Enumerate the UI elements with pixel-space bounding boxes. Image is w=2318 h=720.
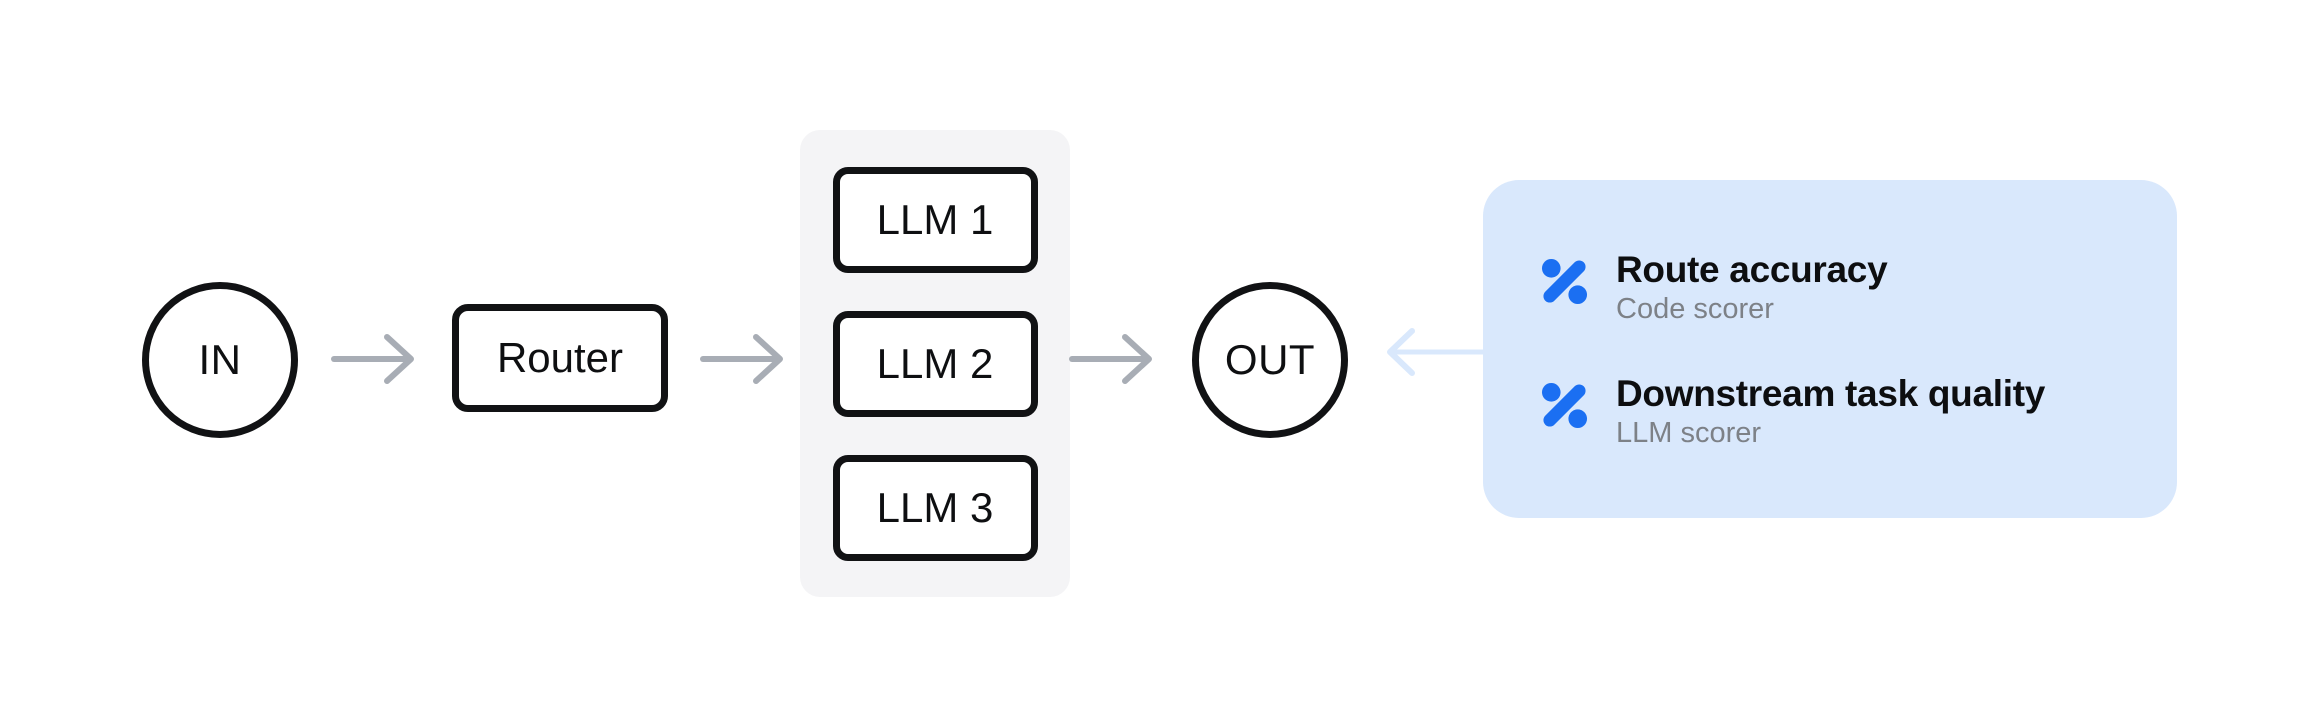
node-output-label: OUT <box>1224 336 1316 383</box>
percent-scorer-icon <box>1541 258 1588 304</box>
node-input: IN <box>142 282 298 438</box>
node-llm-3-label: LLM 3 <box>876 483 994 531</box>
node-llm-2: LLM 2 <box>832 310 1038 417</box>
node-llm-2-label: LLM 2 <box>876 339 994 387</box>
scorer-title: Route accuracy <box>1616 248 1888 290</box>
node-router: Router <box>452 304 668 412</box>
scorer-item-downstream-task-quality: Downstream task quality LLM scorer <box>1541 372 2119 451</box>
scorer-subtitle: Code scorer <box>1616 292 1774 325</box>
node-output: OUT <box>1192 282 1348 438</box>
scorers-callout: Route accuracy Code scorer Downstream ta… <box>1483 180 2177 518</box>
scorer-text-block: Downstream task quality LLM scorer <box>1616 372 2045 451</box>
node-input-label: IN <box>198 336 242 383</box>
arrow-in-to-router-icon <box>331 334 414 384</box>
node-llm-1-label: LLM 1 <box>876 195 994 243</box>
node-llm-1: LLM 1 <box>832 166 1038 273</box>
percent-scorer-icon <box>1541 382 1588 428</box>
scorer-item-route-accuracy: Route accuracy Code scorer <box>1541 248 2119 327</box>
node-router-label: Router <box>496 334 624 381</box>
arrow-scorers-to-out-icon <box>1387 328 1484 376</box>
scorer-title: Downstream task quality <box>1616 372 2046 414</box>
llm-group-container: LLM 1 LLM 2 LLM 3 <box>800 130 1070 597</box>
arrow-llms-to-out-icon <box>1069 334 1152 384</box>
scorer-subtitle: LLM scorer <box>1616 416 1762 449</box>
scorer-text-block: Route accuracy Code scorer <box>1616 248 1888 327</box>
node-llm-3: LLM 3 <box>832 454 1038 561</box>
arrow-router-to-llms-icon <box>700 334 783 384</box>
